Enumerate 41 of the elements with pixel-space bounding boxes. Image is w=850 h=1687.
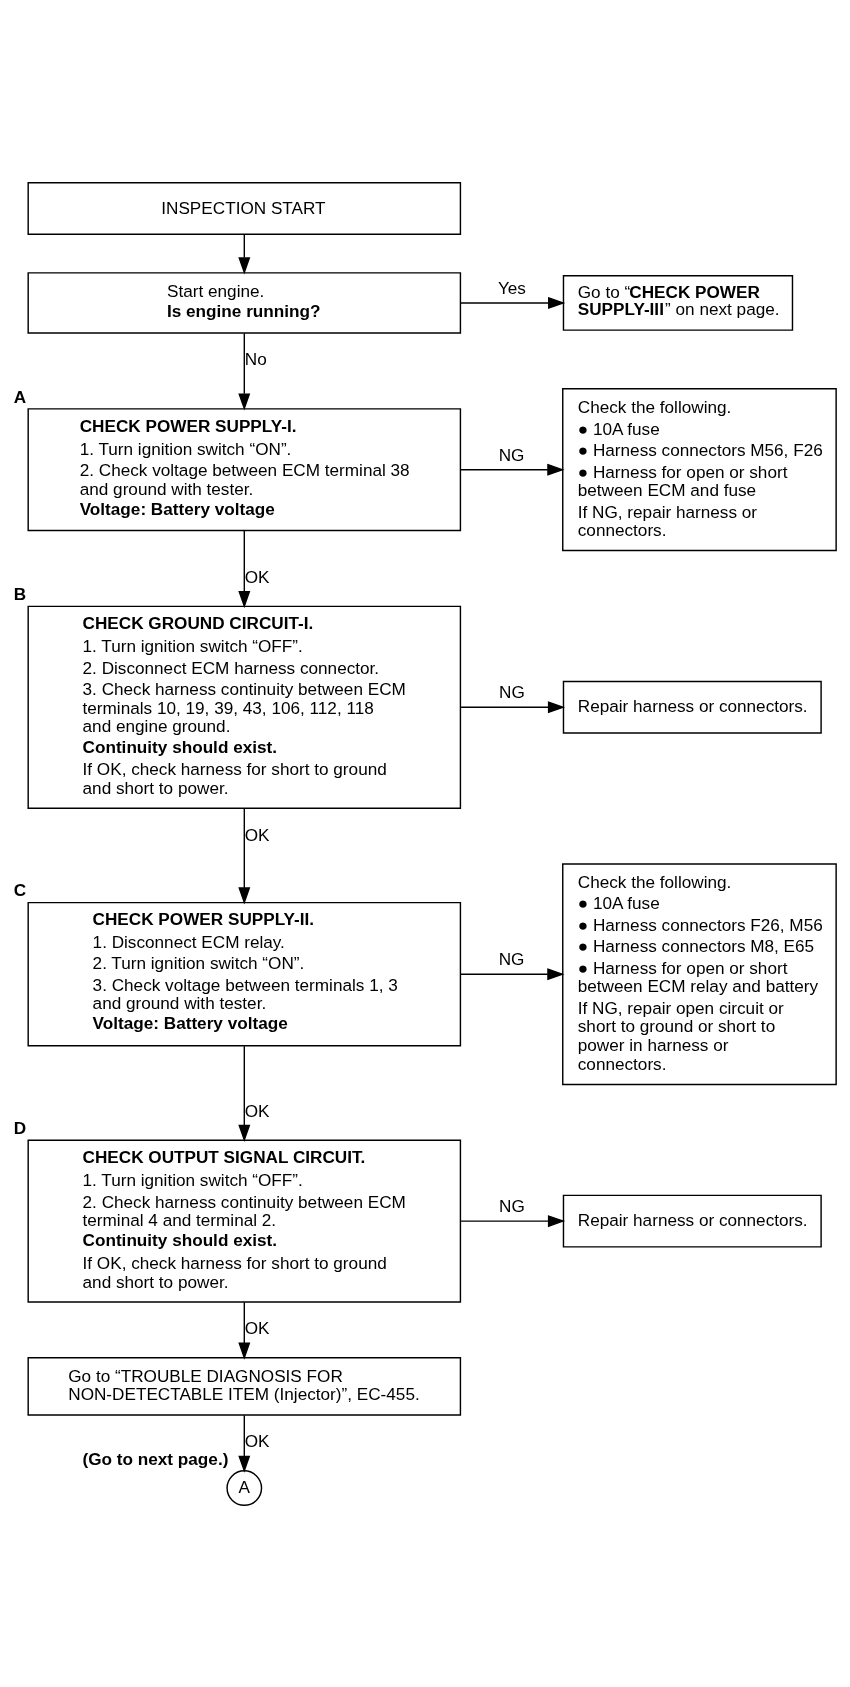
node-box: CHECK POWER SUPPLY-II. 1. Disconnect ECM relay. 2. Turn ignition switch “ON”. 3. Check voltage between terminals 1, 3 and ground with tester. Voltage: Battery voltage	[27, 901, 462, 1046]
arrow	[238, 807, 251, 905]
arrow	[238, 529, 251, 608]
node-box: Start engine. Is engine running?	[27, 271, 462, 334]
node-box: Check the following. ● 10A fuse ● Harness connectors M56, F26 ● Harness for open or short between ECM and fuse If NG, repair harness or connectors.	[562, 387, 837, 551]
node-circle: A	[226, 1469, 263, 1506]
arrow	[238, 1045, 251, 1142]
node-box: CHECK GROUND CIRCUIT-I. 1. Turn ignition switch “OFF”. 2. Disconnect ECM harness connector. 3. Check harness continuity between ECM terminals 10, 19, 39, 43, 106, 112, 118 and engine ground. Continuity should exist. If OK, check harness for short to ground and short to power.	[27, 605, 462, 809]
node-box: Go to “CHECK POWER SUPPLY-III” on next page.	[562, 274, 794, 331]
edge-label: Yes	[497, 277, 526, 298]
edge-label: OK	[244, 566, 270, 587]
edge-label: NG	[499, 681, 525, 702]
node-box: Check the following. ● 10A fuse ● Harness connectors F26, M56 ● Harness connectors M8, E65 ● Harness for open or short between ECM relay and battery If NG, repair open circuit or short to ground or short to power in harness or connectors.	[562, 862, 837, 1085]
arrow	[238, 1414, 251, 1473]
arrow	[238, 1301, 251, 1360]
edge-label: NG	[498, 444, 525, 465]
node-box: INSPECTION START	[27, 181, 462, 235]
edge-label: OK	[244, 1430, 270, 1451]
node-label: D	[13, 1117, 27, 1138]
arrow	[238, 332, 251, 411]
edge-label: NG	[499, 1195, 525, 1216]
edge-label: OK	[244, 824, 270, 845]
node-label: A	[13, 386, 27, 407]
edge-label: No	[244, 348, 267, 369]
arrow	[238, 233, 251, 274]
node-box: CHECK POWER SUPPLY-I. 1. Turn ignition switch “ON”. 2. Check voltage between ECM terminal 38 and ground with tester. Voltage: Battery voltage	[27, 407, 462, 531]
node-box: Repair harness or connectors.	[562, 680, 822, 734]
arrow	[460, 1214, 566, 1227]
node-label: C	[13, 879, 27, 900]
node-box: CHECK OUTPUT SIGNAL CIRCUIT. 1. Turn ignition switch “OFF”. 2. Check harness continuity between ECM terminal 4 and terminal 2. Continuity should exist. If OK, check harness for short to ground and short to power.	[27, 1139, 462, 1303]
node-label: (Go to next page.)	[82, 1448, 229, 1469]
node-box: Go to “TROUBLE DIAGNOSIS FOR NON-DETECTABLE ITEM (Injector)”, EC-455.	[27, 1356, 462, 1416]
edge-label: OK	[244, 1317, 270, 1338]
arrow	[459, 967, 565, 980]
node-box: Repair harness or connectors.	[562, 1194, 822, 1248]
node-label: B	[13, 583, 27, 604]
edge-label: OK	[244, 1100, 270, 1121]
arrow	[459, 463, 565, 476]
arrow	[459, 296, 566, 309]
arrow	[460, 700, 566, 713]
edge-label: NG	[498, 948, 525, 969]
